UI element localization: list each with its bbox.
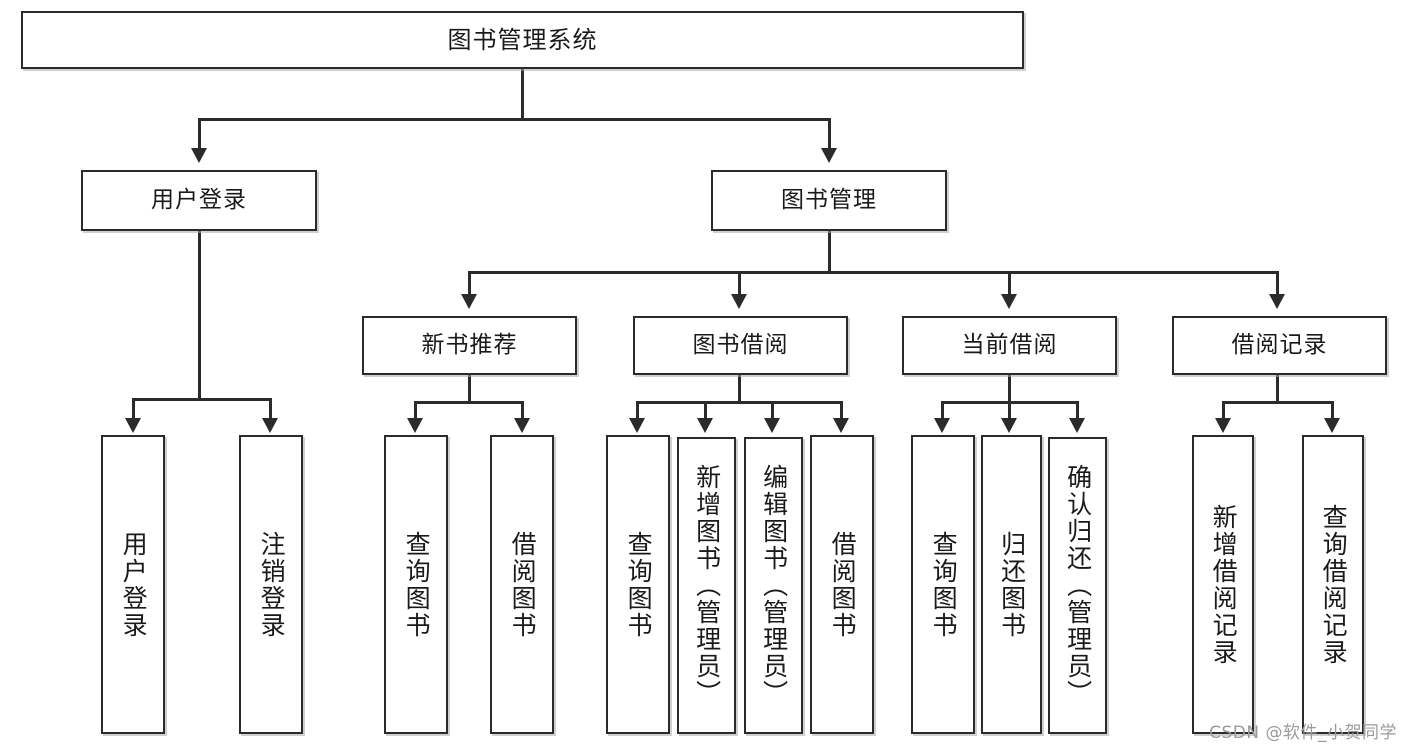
connector-bus-to-new-book: [468, 271, 471, 296]
node-leaf-query-borrow-record[interactable]: 查询借阅记录: [1302, 435, 1364, 734]
connector-book-borrow-bus: [636, 401, 843, 404]
node-root-book-management-system[interactable]: 图书管理系统: [21, 11, 1024, 69]
connector-borrow-record-down: [1276, 375, 1279, 403]
node-leaf-edit-book-admin[interactable]: 编辑图书（管理员）: [744, 437, 803, 734]
arrowhead-bookborrow-leaf4: [833, 418, 849, 433]
connector-user-login-leaf1: [132, 398, 135, 420]
node-borrow-record[interactable]: 借阅记录: [1172, 316, 1387, 375]
node-book-management[interactable]: 图书管理: [711, 170, 947, 231]
arrowhead-newbook-leaf2: [514, 418, 530, 433]
connector-borrow-record-leaf1: [1222, 401, 1225, 420]
arrowhead-borrowrecord-leaf2: [1324, 418, 1340, 433]
node-leaf-query-book-recommend[interactable]: 查询图书: [384, 435, 448, 734]
arrowhead-currentborrow-leaf2: [1001, 418, 1017, 433]
arrowhead-current-borrow: [1001, 294, 1017, 309]
arrowhead-bookborrow-leaf2: [697, 418, 713, 433]
node-leaf-borrow-book-recommend[interactable]: 借阅图书: [490, 435, 554, 734]
arrowhead-currentborrow-leaf3: [1069, 418, 1085, 433]
csdn-watermark: CSDN @软件_小贺同学: [1209, 723, 1397, 743]
node-label: 借阅图书: [828, 530, 858, 639]
connector-user-login-leaf2: [269, 398, 272, 420]
arrowhead-user-login: [191, 148, 207, 163]
arrowhead-bookborrow-leaf1: [629, 418, 645, 433]
arrowhead-borrow-record: [1269, 294, 1285, 309]
arrowhead-newbook-leaf1: [407, 418, 423, 433]
node-leaf-return-book[interactable]: 归还图书: [981, 435, 1042, 734]
arrowhead-bookborrow-leaf3: [764, 418, 780, 433]
node-label: 确认归还（管理员）: [1063, 464, 1093, 707]
node-leaf-query-book-current[interactable]: 查询图书: [911, 435, 975, 734]
node-leaf-confirm-return-admin[interactable]: 确认归还（管理员）: [1048, 437, 1107, 734]
node-label: 借阅图书: [508, 530, 538, 639]
connector-bus-to-book-management: [828, 118, 831, 150]
connector-user-login-down: [198, 231, 201, 401]
connector-bus-to-book-borrow: [738, 271, 741, 296]
arrowhead-new-book: [461, 294, 477, 309]
connector-level3-bus: [468, 271, 1279, 274]
connector-bus-to-current-borrow: [1008, 271, 1011, 296]
node-label: 编辑图书（管理员）: [759, 464, 789, 707]
connector-bus-to-borrow-record: [1276, 271, 1279, 296]
connector-current-borrow-leaf2: [1008, 401, 1011, 420]
node-label: 新增图书（管理员）: [692, 464, 722, 707]
node-leaf-logout-login[interactable]: 注销登录: [239, 435, 303, 734]
arrowhead-book-borrow: [731, 294, 747, 309]
connector-book-borrow-down: [738, 375, 741, 403]
connector-borrow-record-bus: [1222, 401, 1334, 404]
connector-new-book-leaf2: [521, 401, 524, 420]
connector-user-login-bus: [132, 398, 272, 401]
connector-new-book-bus: [414, 401, 524, 404]
node-label: 用户登录: [119, 530, 149, 639]
node-leaf-borrow-book[interactable]: 借阅图书: [810, 435, 874, 734]
node-current-borrow[interactable]: 当前借阅: [902, 316, 1117, 375]
node-label: 借阅记录: [1231, 331, 1328, 358]
connector-book-management-down: [828, 231, 831, 273]
node-label: 图书管理系统: [447, 25, 598, 54]
arrowhead-book-management: [821, 148, 837, 163]
node-label: 查询图书: [402, 530, 432, 639]
connector-borrow-record-leaf2: [1331, 401, 1334, 420]
node-label: 注销登录: [257, 530, 287, 639]
arrowhead-borrowrecord-leaf1: [1215, 418, 1231, 433]
connector-current-borrow-leaf1: [941, 401, 944, 420]
node-leaf-query-book-borrow[interactable]: 查询图书: [606, 435, 670, 734]
connector-current-borrow-down: [1008, 375, 1011, 403]
node-leaf-add-borrow-record[interactable]: 新增借阅记录: [1192, 435, 1254, 734]
node-label: 新增借阅记录: [1209, 503, 1239, 666]
connector-new-book-down: [468, 375, 471, 403]
connector-root-down: [521, 69, 524, 121]
node-user-login[interactable]: 用户登录: [81, 170, 317, 231]
connector-book-borrow-leaf3: [771, 401, 774, 420]
connector-current-borrow-leaf3: [1076, 401, 1079, 420]
node-label: 归还图书: [997, 530, 1027, 639]
node-leaf-user-login[interactable]: 用户登录: [101, 435, 165, 734]
node-label: 图书管理: [781, 186, 877, 213]
node-new-book-recommend[interactable]: 新书推荐: [362, 316, 577, 375]
arrowhead-currentborrow-leaf1: [934, 418, 950, 433]
node-label: 用户登录: [151, 186, 247, 213]
connector-book-borrow-leaf1: [636, 401, 639, 420]
arrowhead-login-leaf2: [262, 418, 278, 433]
connector-level2-bus: [198, 118, 831, 121]
arrowhead-login-leaf1: [125, 418, 141, 433]
node-label: 查询图书: [624, 530, 654, 639]
connector-book-borrow-leaf4: [840, 401, 843, 420]
node-label: 查询图书: [929, 530, 959, 639]
node-label: 新书推荐: [421, 331, 518, 358]
node-book-borrow[interactable]: 图书借阅: [633, 316, 848, 375]
node-label: 图书借阅: [692, 331, 789, 358]
connector-new-book-leaf1: [414, 401, 417, 420]
node-label: 当前借阅: [961, 331, 1058, 358]
node-leaf-add-book-admin[interactable]: 新增图书（管理员）: [677, 437, 736, 734]
connector-bus-to-user-login: [198, 118, 201, 150]
node-label: 查询借阅记录: [1319, 503, 1349, 666]
connector-book-borrow-leaf2: [704, 401, 707, 420]
